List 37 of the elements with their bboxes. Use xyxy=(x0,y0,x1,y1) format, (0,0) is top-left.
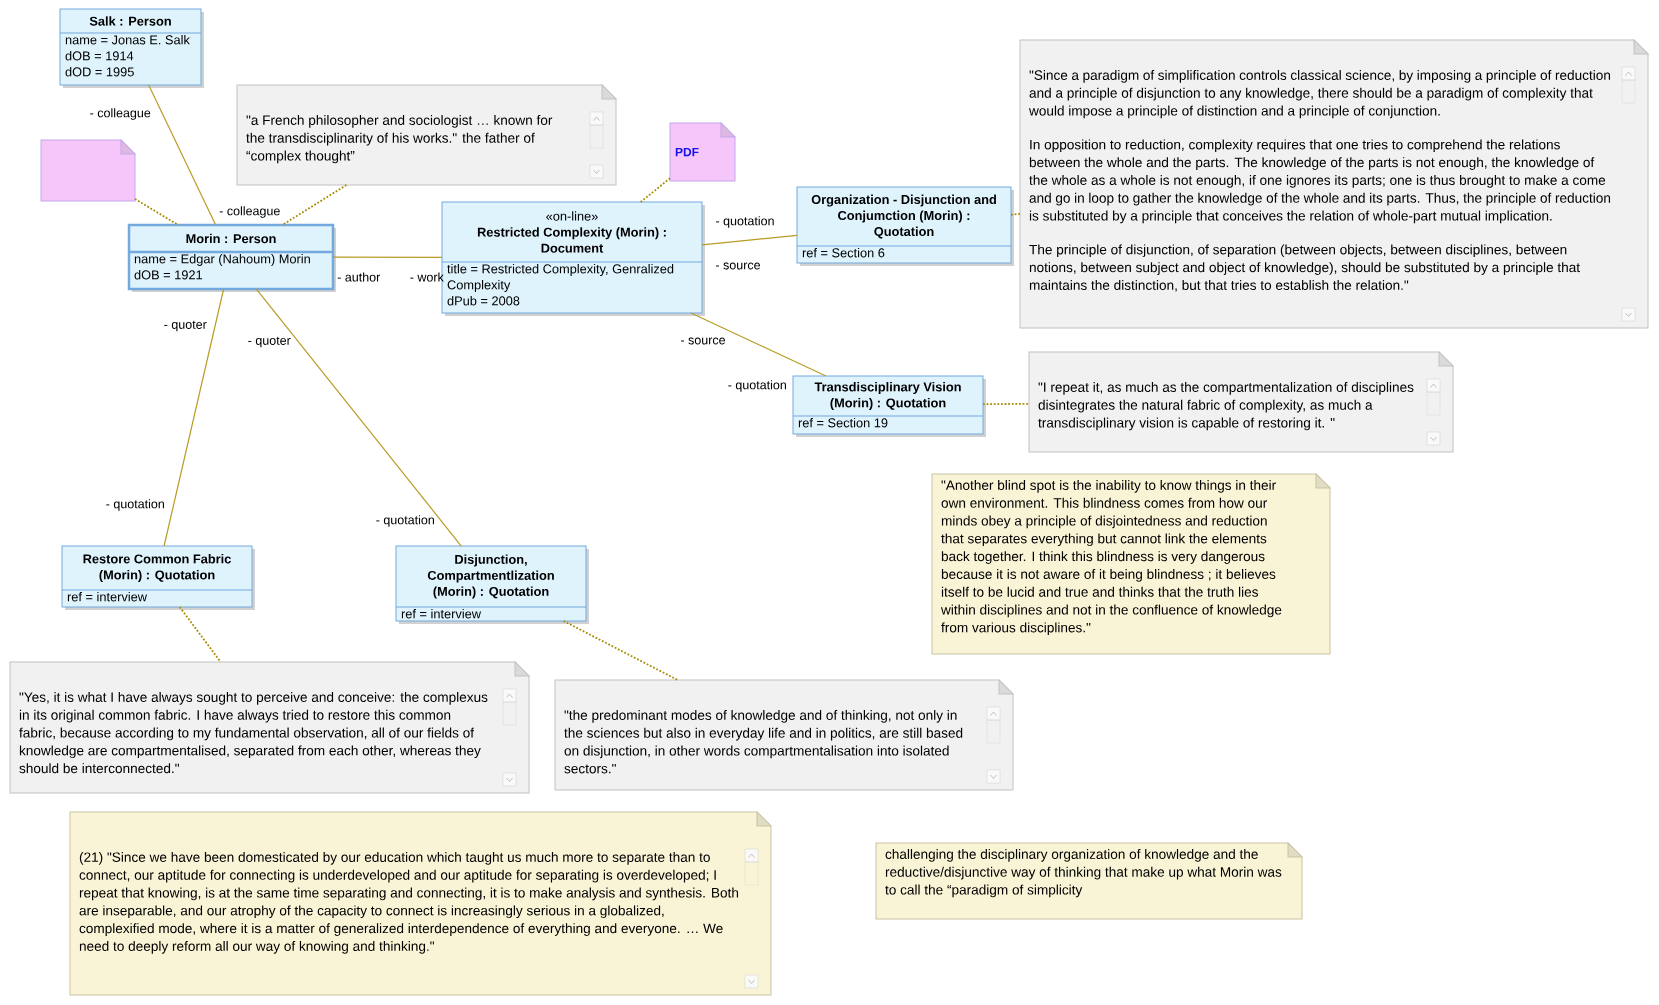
association-line xyxy=(163,288,225,547)
role-label: - source xyxy=(681,337,725,345)
note xyxy=(40,139,136,202)
association-line xyxy=(701,234,798,246)
object-box: Salk : Person name = Jonas E. Salk dOB = 1914 dOD = 1995 xyxy=(59,8,204,88)
role-label: - colleague xyxy=(219,206,280,218)
anchor-line xyxy=(639,177,671,203)
role-label: - quoter xyxy=(164,320,207,332)
association-line xyxy=(255,288,462,547)
object-box: Organization - Disjunction and Conjumction (Morin) : Quotation ref = Section 6 xyxy=(796,186,1014,266)
note: "the predominant modes of knowledge and of thinking, not only in the sciences but also in everyday life and in politics, are still based on disjunction, in other words compartmentalisation into isolated sectors." xyxy=(554,679,1014,791)
anchor-line xyxy=(562,620,679,681)
anchor-line xyxy=(1010,212,1021,216)
role-label: - quotation xyxy=(716,216,774,228)
object-box: Morin : Person name = Edgar (Nahoum) Morin dOB = 1921 xyxy=(127,223,336,292)
note: "Yes, it is what I have always sought to perceive and conceive: the complexus in its original common fabric. I have always tried to restore this common fabric, because according to my fundamental observation, all of our fields of knowledge are compartmentalised, separated from each other, whereas they should be interconnected." xyxy=(9,661,530,794)
note: challenging the disciplinary organization of knowledge and the reductive/disjunctive way of thinking that make up what Morin was to call the “paradigm of simplicity xyxy=(875,842,1303,920)
association-line xyxy=(148,84,217,226)
role-label: - colleague xyxy=(90,108,151,120)
object-box: Disjunction, Compartmentlization (Morin) : Quotation ref = interview xyxy=(395,545,589,624)
role-label: - quoter xyxy=(248,336,291,348)
role-label: - quotation xyxy=(376,515,434,527)
association-line xyxy=(332,256,443,258)
anchor-line xyxy=(134,198,180,226)
anchor-line xyxy=(178,606,222,663)
note: (21) "Since we have been domesticated by our education which taught us much more to separate than to connect, our aptitude for connecting is underdeveloped and our aptitude for separating is overdeveloped; I repeat that knowing, is at the same time separating and connecting, it is to make analysis and synthesis. Both are inseparable, and our atrophy of the capacity to connect is increasingly serious in a globalized, complexified mode, where it is a matter of generalized interdependence of everything and everyone. … We need to deeply reform all our way of knowing and thinking." xyxy=(69,811,772,996)
object-box: Transdisciplinary Vision (Morin) : Quotation ref = Section 19 xyxy=(792,375,986,437)
anchor-line xyxy=(982,402,1030,406)
note: "I repeat it, as much as the compartmentalization of disciplines disintegrates the natural fabric of complexity, as much a transdisciplinary vision is capable of restoring it. " xyxy=(1028,351,1454,453)
role-label: - quotation xyxy=(106,499,164,511)
note: "Since a paradigm of simplification controls classical science, by imposing a principle of reduction and a principle of disjunction to any knowledge, there should be a paradigm of complexity that would impose a principle of distinction and a principle of conjunction. In opposition to reduction, complexity requires that one tries to comprehend the relations between the whole and the parts. The knowledge of the parts is not enough, the knowledge of the whole as a whole is not enough, if one ignores its parts; one is thus brought to make a come and go in loop to gather the knowledge of the whole and its parts. Thus, the principle of reduction is substituted by a principle that conceives the relation of whole-part mutual implication. The principle of disjunction, of separation (between objects, between disciplines, between notions, between subject and object of knowledge), should be substituted by a principle that maintains the distinction, but that tries to establish the relation." xyxy=(1019,39,1649,329)
note: "Another blind spot is the inability to know things in their own environment. This blindness comes from how our minds obey a principle of disjointedness and reduction that separates everything but cannot link the elements back together. I think this blindness is very dangerous because it is not aware of it being blindness ; it believes itself to be lucid and true and thinks that the truth lies within disciplines and not in the confluence of knowledge from various disciplines." xyxy=(931,473,1331,655)
association-line xyxy=(690,312,827,377)
note: "a French philosopher and sociologist … known for the transdisciplinarity of his works." the father of “complex thought” xyxy=(236,84,617,186)
object-box: Restore Common Fabric (Morin) : Quotation ref = interview xyxy=(61,545,255,610)
note: PDF xyxy=(669,122,736,182)
anchor-line xyxy=(281,184,348,226)
